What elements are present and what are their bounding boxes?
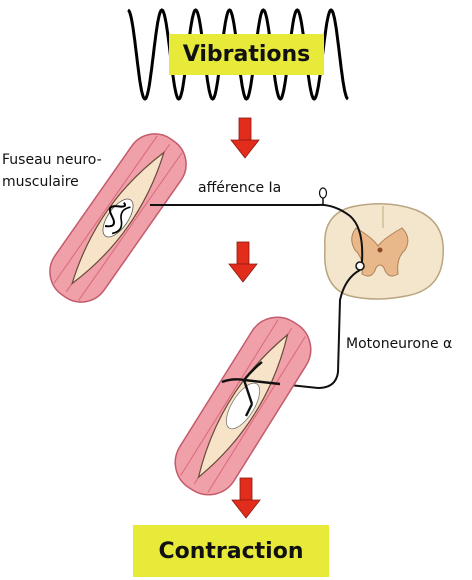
arrow-down-2 bbox=[228, 241, 258, 283]
muscle-effector-bottom bbox=[174, 316, 312, 496]
contraction-label: Contraction bbox=[133, 525, 329, 577]
spinal-cord-section bbox=[323, 203, 444, 300]
motor-endplates bbox=[221, 361, 281, 417]
arrow-down-3 bbox=[231, 477, 261, 519]
spindle-label-line2: musculaire bbox=[2, 174, 79, 190]
afferent-label: afférence Ia bbox=[198, 180, 282, 196]
motor-neuron-label: Motoneurone α bbox=[346, 336, 453, 352]
arrow-down-1 bbox=[230, 117, 260, 159]
spindle-label-line1: Fuseau neuro- bbox=[2, 152, 102, 168]
vibrations-label: Vibrations bbox=[169, 34, 324, 75]
muscle-spindle-top bbox=[49, 133, 187, 303]
motor-axon bbox=[279, 269, 361, 390]
